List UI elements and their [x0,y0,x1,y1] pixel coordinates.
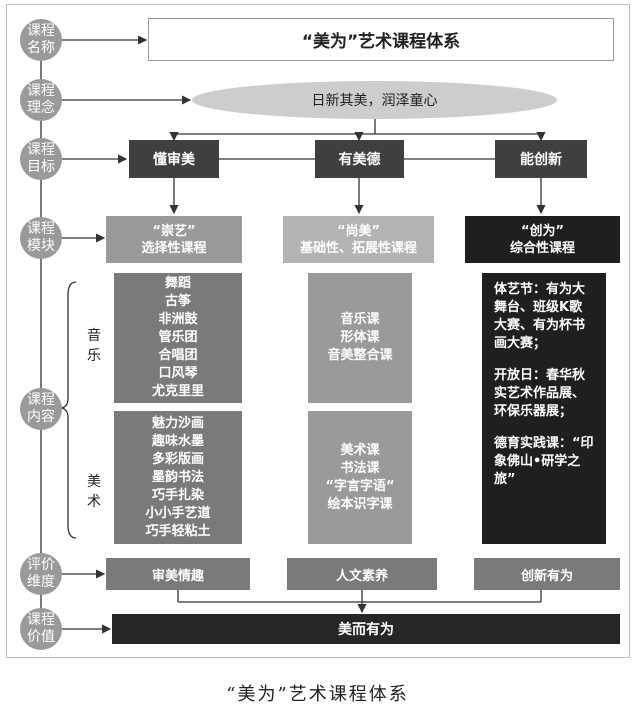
goal-box-innovation: 能创新 [495,140,587,178]
row-label-evaluation: 评价维度 [20,553,62,595]
list-item: 墨韵书法 [151,469,204,485]
list-item: 合唱团 [158,348,198,363]
module-integrated: “创为” 综合性课程 [465,216,620,263]
list-item: 管乐团 [158,330,198,345]
list-item: 绘本识字课 [327,496,393,512]
list-item: 音乐课 [340,312,380,327]
list-item: 多彩版画 [151,451,204,467]
list-item: 书法课 [340,460,380,476]
row-label-module: 课程模块 [20,217,62,259]
art-label: 美术 [86,472,102,512]
list-item: “字言字语“ [325,478,395,494]
module-basic-name: “尚美” [336,223,381,239]
row-label-value: 课程价值 [20,608,62,650]
module-integrated-name: “创为” [520,223,565,239]
list-item: 魅力沙画 [151,415,204,431]
list-item: 口风琴 [158,366,198,381]
list-item: 舞蹈 [164,276,191,291]
eval-box-innovation: 创新有为 [474,558,620,590]
module-basic: “尚美” 基础性、拓展性课程 [283,216,434,263]
row-label-content: 课程内容 [20,388,62,430]
goal-box-virtue: 有美德 [315,140,404,178]
music-label: 音乐 [86,326,102,366]
row-label-idea: 课程理念 [20,79,62,121]
list-item: 巧手轻粘土 [145,523,211,539]
content-brace [59,281,77,539]
list-item: 巧手扎染 [151,487,204,503]
list-item: 形体课 [340,330,380,345]
module-elective: “崇艺” 选择性课程 [106,216,242,263]
row-label-goal: 课程目标 [20,138,62,180]
figure-caption: “美为”艺术课程体系 [226,684,409,705]
value-bar: 美而有为 [112,614,620,644]
row-label-name: 课程名称 [20,19,62,61]
system-title-box: “美为”艺术课程体系 [148,18,614,61]
list-item: 小小手艺道 [145,505,211,521]
list-item: 非洲鼓 [158,312,198,327]
list-item: 美术课 [340,442,380,458]
eval-box-humanities: 人文素养 [287,558,437,590]
art-elective-list: 魅力沙画 趣味水墨 多彩版画 墨韵书法 巧手扎染 小小手艺道 巧手轻粘土 [114,411,242,544]
art-label-text: 美术 [87,474,101,510]
goal-box-aesthetic: 懂审美 [129,140,219,178]
music-basic-list: 音乐课 形体课 音美整合课 [308,273,412,403]
integrated-item-festival: 体艺节：有为大舞台、班级K歌大赛、有为杯书画大赛； [494,282,586,351]
list-item: 音美整合课 [327,348,393,363]
module-elective-type: 选择性课程 [141,240,207,256]
idea-ellipse: 日新其美，润泽童心 [192,81,557,119]
music-elective-list: 舞蹈 古筝 非洲鼓 管乐团 合唱团 口风琴 尤克里里 [114,273,242,403]
module-elective-name: “崇艺” [152,223,196,239]
integrated-content-box: 体艺节：有为大舞台、班级K歌大赛、有为杯书画大赛； 开放日：春华秋实艺术作品展、… [482,273,606,544]
music-label-text: 音乐 [87,328,101,364]
art-basic-list: 美术课 书法课 “字言字语“ 绘本识字课 [308,411,412,544]
module-integrated-type: 综合性课程 [509,240,575,256]
list-item: 古筝 [164,294,191,309]
module-basic-type: 基础性、拓展性课程 [299,240,417,256]
integrated-item-openday: 开放日：春华秋实艺术作品展、环保乐器展； [494,368,586,419]
list-item: 趣味水墨 [151,433,204,449]
list-item: 尤克里里 [151,384,204,399]
eval-box-aesthetic-taste: 审美情趣 [106,558,250,590]
integrated-item-practice: 德育实践课：“印象佛山•研学之旅” [494,436,594,487]
